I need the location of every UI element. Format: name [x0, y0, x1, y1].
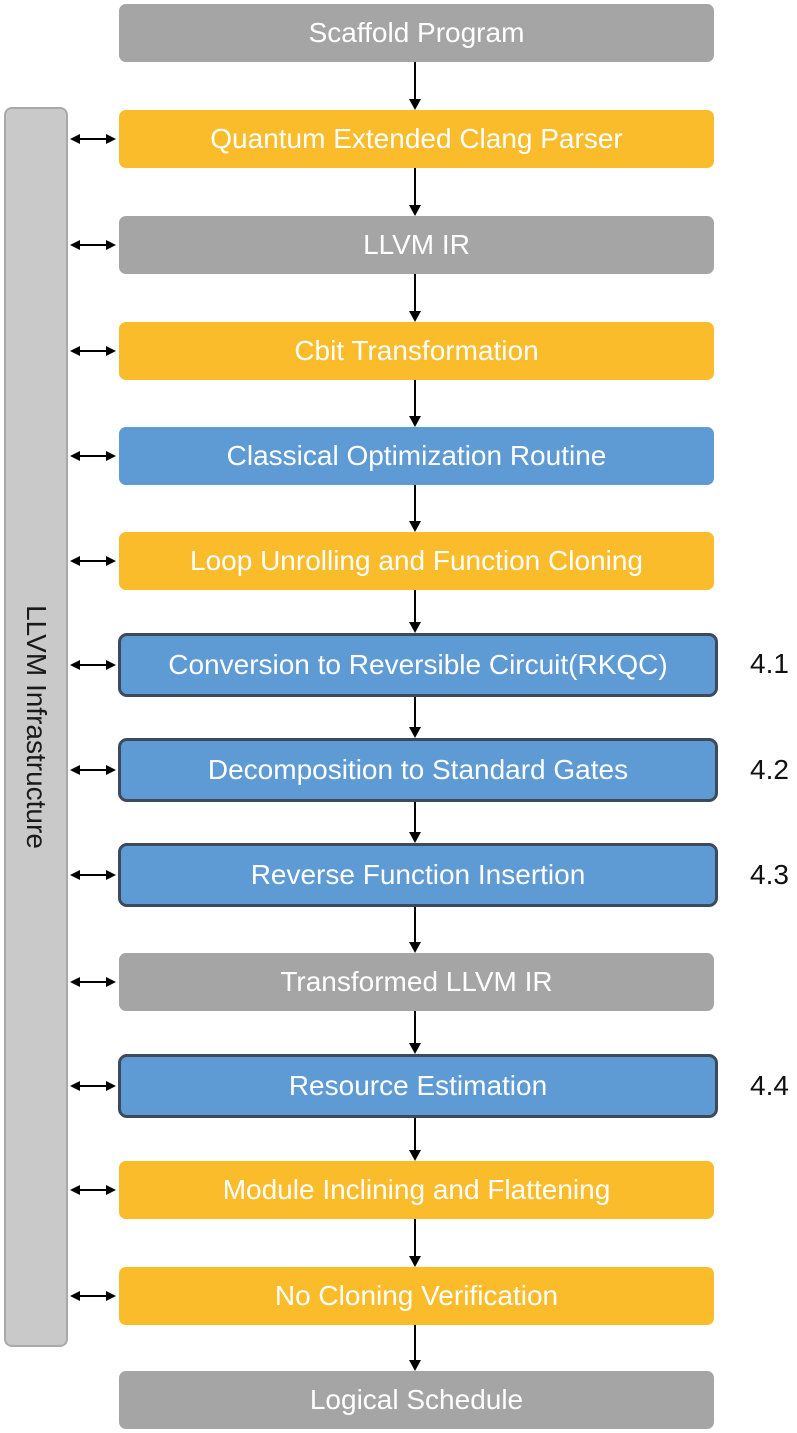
infrastructure-link-head-right: [106, 240, 116, 250]
section-number-4-1: 4.1: [750, 648, 789, 679]
stage-decomposition-to-standard-gates: Decomposition to Standard Gates: [118, 738, 718, 802]
stage-llvm-ir: LLVM IR: [119, 216, 714, 274]
flow-arrow-head: [409, 416, 421, 427]
infrastructure-link-head-right: [106, 870, 116, 880]
infrastructure-link-head-left: [70, 134, 80, 144]
infrastructure-link-head-left: [70, 1185, 80, 1195]
flow-arrow-head: [409, 1256, 421, 1267]
infrastructure-link-head-right: [106, 660, 116, 670]
flow-arrow-head: [409, 942, 421, 953]
stage-module-inclining-and-flattening: Module Inclining and Flattening: [119, 1161, 714, 1219]
infrastructure-link-head-left: [70, 660, 80, 670]
section-number-4-3: 4.3: [750, 859, 789, 890]
stage-conversion-to-reversible-circuit: Conversion to Reversible Circuit(RKQC): [118, 633, 718, 697]
flow-arrow-head: [409, 521, 421, 532]
infrastructure-link-head-left: [70, 240, 80, 250]
stage-cbit-transformation: Cbit Transformation: [119, 322, 714, 380]
infrastructure-link-head-right: [106, 556, 116, 566]
flow-arrow-head: [409, 1150, 421, 1161]
infrastructure-link-head-right: [106, 1185, 116, 1195]
flow-arrow-head: [409, 727, 421, 738]
flow-arrow-head: [409, 205, 421, 216]
flow-arrow-head: [409, 832, 421, 843]
flow-arrow-head: [409, 1043, 421, 1054]
infrastructure-link-head-right: [106, 977, 116, 987]
stage-no-cloning-verification: No Cloning Verification: [119, 1267, 714, 1325]
infrastructure-link-head-left: [70, 346, 80, 356]
infrastructure-link-head-left: [70, 451, 80, 461]
stage-loop-unrolling: Loop Unrolling and Function Cloning: [119, 532, 714, 590]
section-number-4-4: 4.4: [750, 1070, 789, 1101]
infrastructure-link-head-left: [70, 556, 80, 566]
infrastructure-link-head-left: [70, 1291, 80, 1301]
stage-scaffold-program: Scaffold Program: [119, 4, 714, 62]
llvm-infrastructure-panel: [4, 107, 68, 1347]
stage-quantum-extended-clang-parser: Quantum Extended Clang Parser: [119, 110, 714, 168]
infrastructure-link-head-left: [70, 1081, 80, 1091]
flow-arrow-head: [409, 99, 421, 110]
flow-arrow-head: [409, 311, 421, 322]
infrastructure-link-head-right: [106, 451, 116, 461]
stage-resource-estimation: Resource Estimation: [118, 1054, 718, 1118]
infrastructure-link-head-left: [70, 765, 80, 775]
stage-logical-schedule: Logical Schedule: [119, 1371, 714, 1429]
infrastructure-link-head-right: [106, 765, 116, 775]
flow-arrow-head: [409, 1360, 421, 1371]
section-number-4-2: 4.2: [750, 754, 789, 785]
infrastructure-link-head-left: [70, 870, 80, 880]
stage-reverse-function-insertion: Reverse Function Insertion: [118, 843, 718, 907]
infrastructure-link-head-right: [106, 346, 116, 356]
infrastructure-link-head-right: [106, 1291, 116, 1301]
infrastructure-link-head-right: [106, 134, 116, 144]
stage-transformed-llvm-ir: Transformed LLVM IR: [119, 953, 714, 1011]
flow-arrow-head: [409, 622, 421, 633]
infrastructure-link-head-left: [70, 977, 80, 987]
stage-classical-optimization-routine: Classical Optimization Routine: [119, 427, 714, 485]
infrastructure-link-head-right: [106, 1081, 116, 1091]
